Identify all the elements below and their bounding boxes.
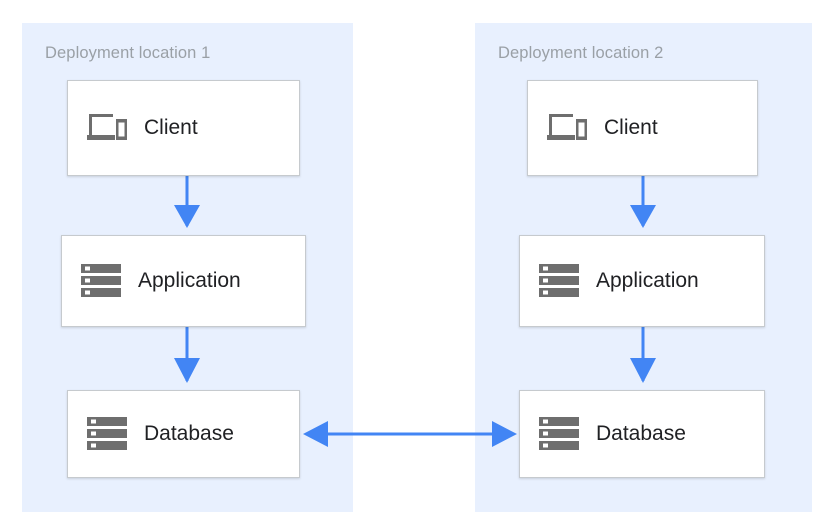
server-icon	[538, 413, 580, 455]
node-database-location-2[interactable]: Database	[519, 390, 765, 478]
node-database-location-1[interactable]: Database	[67, 390, 300, 478]
deployment-location-1-title: Deployment location 1	[45, 44, 211, 62]
node-label: Application	[596, 269, 699, 292]
node-label: Client	[144, 116, 198, 139]
devices-icon	[86, 107, 128, 149]
node-client-location-1[interactable]: Client	[67, 80, 300, 176]
node-application-location-2[interactable]: Application	[519, 235, 765, 327]
server-icon	[538, 260, 580, 302]
devices-icon	[546, 107, 588, 149]
node-label: Client	[604, 116, 658, 139]
node-label: Database	[596, 422, 686, 445]
node-application-location-1[interactable]: Application	[61, 235, 306, 327]
node-label: Application	[138, 269, 241, 292]
node-client-location-2[interactable]: Client	[527, 80, 758, 176]
server-icon	[86, 413, 128, 455]
server-icon	[80, 260, 122, 302]
deployment-location-2-title: Deployment location 2	[498, 44, 664, 62]
node-label: Database	[144, 422, 234, 445]
